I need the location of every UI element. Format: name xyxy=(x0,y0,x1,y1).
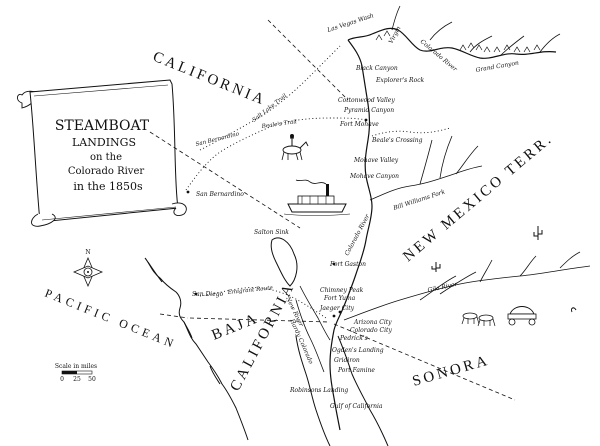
label-emigrant-route: Emigrant Route xyxy=(227,285,274,296)
label-gridiron: Gridiron xyxy=(334,357,360,364)
gila-river xyxy=(343,265,591,321)
salton-sink xyxy=(270,237,298,287)
label-ogdens-landing: Ogden's Landing xyxy=(332,347,384,354)
salt-lake-trail xyxy=(199,45,341,151)
label-explorers-rock: Explorer's Rock xyxy=(375,77,425,84)
virgin-river xyxy=(391,5,401,31)
new-river xyxy=(299,285,331,341)
label-salton-sink: Salton Sink xyxy=(254,229,289,236)
label-pedricks: Pedrick's xyxy=(339,335,368,342)
label-pyramid: Pyramid Canyon xyxy=(343,107,394,114)
compass-north-label: N xyxy=(85,249,90,256)
scale-tick-25: 25 xyxy=(73,376,81,383)
label-mohave-valley: Mohave Valley xyxy=(353,157,399,164)
wagon-illustration xyxy=(461,306,537,327)
label-jaeger-city: Jaeger City xyxy=(318,305,355,312)
label-robinsons-landing: Robinsons Landing xyxy=(289,387,348,394)
eastern-tributaries xyxy=(419,251,581,301)
title-line-4: Colorado River xyxy=(68,166,145,177)
title-scroll: STEAMBOAT LANDINGS on the Colorado River… xyxy=(16,79,187,227)
pacific-coastline-detail xyxy=(147,261,221,385)
scale-tick-0: 0 xyxy=(60,376,64,383)
compass-rose: N xyxy=(72,249,104,288)
mountain-ridges xyxy=(375,30,541,53)
label-fort-mohave: Fort Mohave xyxy=(339,121,379,128)
colorado-river-upper xyxy=(347,27,557,59)
label-cottonwood: Cottonwood Valley xyxy=(338,97,395,104)
upper-tributaries xyxy=(429,21,561,57)
title-line-5: in the 1850s xyxy=(73,180,143,193)
label-gulf-of-california: Gulf of California xyxy=(330,403,383,410)
label-bill-williams: Bill Williams Fork xyxy=(392,188,447,212)
title-line-3: on the xyxy=(90,152,122,163)
label-beales-trail: Beale's Trail xyxy=(260,119,297,130)
steamboat-illustration xyxy=(283,179,351,216)
baja-sonora-border xyxy=(159,313,189,319)
mexico-border xyxy=(189,317,331,323)
label-san-bernardino: San Bernardino xyxy=(196,191,244,198)
label-san-diego: San Diego xyxy=(192,291,224,298)
scale-tick-50: 50 xyxy=(88,376,96,383)
bill-williams-tributaries xyxy=(419,135,479,185)
bill-williams-fork xyxy=(369,165,483,201)
gulf-west-coast xyxy=(295,335,331,446)
scale-bar: Scale in miles 0 25 50 xyxy=(55,363,97,383)
gulf-east-coast xyxy=(337,335,389,446)
label-sonora: SONORA xyxy=(411,353,492,390)
california-nevada-north-border xyxy=(267,19,349,101)
emigrant-route xyxy=(199,287,327,319)
label-mohave-canyon: Mohave Canyon xyxy=(349,173,399,180)
horse-rider-illustration xyxy=(281,134,309,161)
california-nevada-border xyxy=(149,131,301,229)
pacific-coastline xyxy=(144,257,249,441)
label-fort-yuma: Fort Yuma xyxy=(323,295,356,302)
title-line-2: LANDINGS xyxy=(72,136,136,149)
label-fort-gaston: Fort Gaston xyxy=(329,261,366,268)
beale-east-trail xyxy=(371,127,451,137)
title-line-1: STEAMBOAT xyxy=(55,118,150,134)
label-colorado-city: Colorado City xyxy=(350,327,392,334)
label-las-vegas: Las Vegas Wash xyxy=(326,12,375,34)
label-beales-crossing: Beale's Crossing xyxy=(371,137,423,144)
label-grand-canyon: Grand Canyon xyxy=(475,59,519,74)
hardy-colorado xyxy=(295,299,325,373)
label-port-famine: Port Famine xyxy=(337,367,375,374)
gila-tributary xyxy=(479,255,537,283)
colorado-river-main xyxy=(329,39,373,431)
label-colorado-river-top: Colorado River xyxy=(419,38,459,74)
label-black-canyon: Black Canyon xyxy=(355,65,398,72)
beales-trail xyxy=(185,117,367,191)
cactus-illustrations xyxy=(431,226,577,313)
label-pacific-ocean: PACIFIC OCEAN xyxy=(43,286,179,352)
place-markers xyxy=(186,118,368,318)
scale-label: Scale in miles xyxy=(55,363,97,370)
sonora-border xyxy=(333,323,516,401)
label-chimney-peak: Chimney Peak xyxy=(320,287,364,294)
label-arizona-city: Arizona City xyxy=(353,319,392,326)
label-san-bernardino-trail: San Bernardino xyxy=(195,131,240,148)
